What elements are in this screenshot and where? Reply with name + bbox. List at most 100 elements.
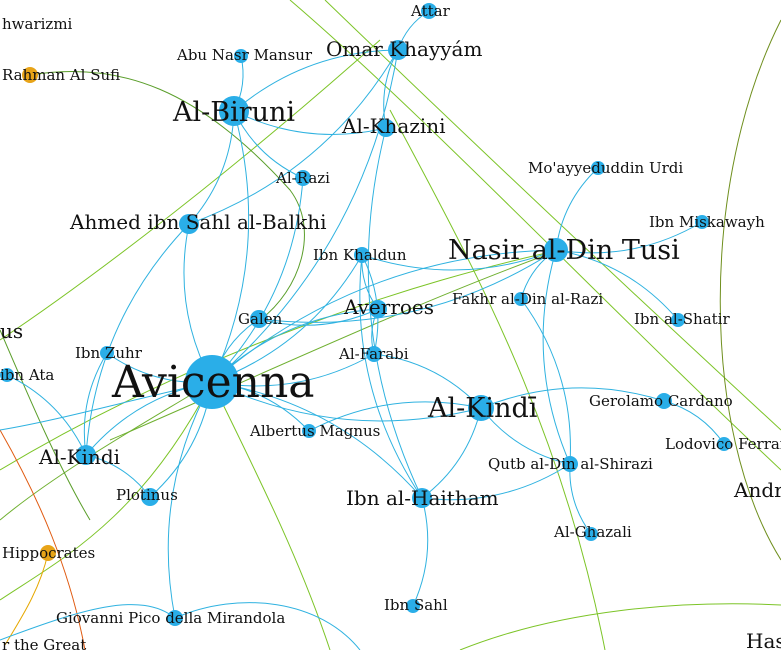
node-sufi[interactable] <box>22 67 38 83</box>
label-razi[interactable]: Al-Razi <box>275 169 330 187</box>
label-tusi[interactable]: Nasir al-Din Tusi <box>448 235 680 266</box>
label-has[interactable]: Has <box>746 629 781 650</box>
edge-avicenna-biruni <box>211 110 250 383</box>
label-ferrari[interactable]: Lodovico Ferrari <box>665 435 781 453</box>
label-kindi[interactable]: Al-Kindi <box>38 445 120 469</box>
edge-kindi-zuhr <box>83 352 108 456</box>
label-khwarizmi[interactable]: hwarizmi <box>2 15 73 33</box>
label-shirazi[interactable]: Qutb al-Din al-Shirazi <box>488 455 653 473</box>
node-ferrari[interactable] <box>717 437 731 451</box>
node-haitham[interactable] <box>412 488 432 508</box>
label-urdi[interactable]: Mo'ayyeduddin Urdi <box>528 159 683 177</box>
label-pico[interactable]: Giovanni Pico della Mirandola <box>56 609 285 627</box>
node-urdi[interactable] <box>591 161 605 175</box>
edge-orange-left <box>0 429 86 650</box>
node-balkhi[interactable] <box>179 214 199 234</box>
node-kindi[interactable] <box>76 445 96 465</box>
label-kindi2[interactable]: Al-Kindī <box>427 393 538 424</box>
label-us[interactable]: us <box>0 319 23 343</box>
edge-kindi2-albertus <box>308 401 482 432</box>
label-attar[interactable]: Attar <box>410 2 451 20</box>
edge-green-long-9 <box>0 381 213 601</box>
node-albertus[interactable] <box>302 424 316 438</box>
edge-tusi-miskawayh <box>555 221 703 254</box>
label-averroes[interactable]: Averroes <box>343 295 434 319</box>
edge-darkgreen-left <box>0 329 91 521</box>
edge-green-long-6 <box>0 381 213 521</box>
label-shatir[interactable]: Ibn al-Shatir <box>634 310 730 328</box>
label-albertus[interactable]: Albertus Magnus <box>249 422 380 440</box>
label-balkhi[interactable]: Ahmed ibn Sahl al-Balkhi <box>69 210 326 234</box>
edge-galen-averroes <box>258 308 379 326</box>
edge-haitham-ibnsahl <box>412 497 429 607</box>
edge-green-long-8 <box>211 381 331 650</box>
label-sufi[interactable]: Rahman Al Sufi <box>2 66 120 84</box>
node-khayyam[interactable] <box>388 40 408 60</box>
node-plotinus[interactable] <box>141 488 159 506</box>
edge-green-long-3 <box>389 109 606 650</box>
label-zuhr[interactable]: Ibn Zuhr <box>75 344 143 362</box>
edge-avicenna-tusi <box>211 249 557 383</box>
node-shirazi[interactable] <box>562 456 578 472</box>
node-shatir[interactable] <box>671 313 685 327</box>
edge-haitham-khaldun <box>359 254 423 499</box>
label-hippocrates[interactable]: Hippocrates <box>2 544 95 562</box>
node-abunasr[interactable] <box>234 49 248 63</box>
edge-biruni-khayyam <box>233 49 399 112</box>
label-khaldun[interactable]: Ibn Khaldun <box>313 246 407 264</box>
edge-avicenna-pico <box>167 381 213 619</box>
edge-haitham-shirazi <box>421 463 571 501</box>
label-ibnata[interactable]: ibn Ata <box>0 366 54 384</box>
node-ibnsahl[interactable] <box>406 599 420 613</box>
node-miskawayh[interactable] <box>695 215 709 229</box>
edge-tusi-shirazi <box>542 249 571 465</box>
label-avicenna[interactable]: Avicenna <box>111 357 315 408</box>
label-haitham[interactable]: Ibn al-Haitham <box>346 486 499 510</box>
node-pico[interactable] <box>167 610 183 626</box>
label-great[interactable]: r the Great <box>2 636 86 650</box>
node-attar[interactable] <box>421 3 437 19</box>
node-khaldun[interactable] <box>354 247 370 263</box>
edge-kindi2-cardano <box>480 387 665 409</box>
node-tusi[interactable] <box>544 238 568 262</box>
node-cardano[interactable] <box>656 393 672 409</box>
graph-nodes <box>0 3 731 626</box>
edge-kindi2-farabi <box>373 353 482 409</box>
node-avicenna[interactable] <box>185 355 239 409</box>
label-fakhr[interactable]: Fakhr al-Din al-Razi <box>452 290 603 308</box>
node-hippocrates[interactable] <box>40 545 56 561</box>
node-kindi2[interactable] <box>468 395 494 421</box>
label-abunasr[interactable]: Abu Nasr Mansur <box>176 46 313 64</box>
edge-green-long-5 <box>109 249 561 441</box>
label-cardano[interactable]: Gerolamo Cardano <box>589 392 733 410</box>
label-khayyam[interactable]: Omar Khayyám <box>326 37 482 61</box>
label-miskawayh[interactable]: Ibn Miskawayh <box>649 213 765 231</box>
node-galen[interactable] <box>250 310 268 328</box>
label-ibnsahl[interactable]: Ibn Sahl <box>384 596 448 614</box>
label-plotinus[interactable]: Plotinus <box>116 486 178 504</box>
node-fakhr[interactable] <box>514 292 528 306</box>
label-khazini[interactable]: Al-Khazini <box>341 114 446 138</box>
edge-green-arc-bottom <box>459 603 781 650</box>
node-razi[interactable] <box>295 170 311 186</box>
node-khazini[interactable] <box>377 119 395 137</box>
edge-avicenna-kindi2 <box>211 381 482 422</box>
node-ghazali[interactable] <box>584 527 598 541</box>
label-galen[interactable]: Galen <box>238 310 283 328</box>
label-farabi[interactable]: Al-Farabi <box>338 345 409 363</box>
edge-khayyam-balkhi <box>188 49 399 225</box>
node-ibnata[interactable] <box>0 368 14 382</box>
label-ghazali[interactable]: Al-Ghazali <box>553 523 632 541</box>
node-biruni[interactable] <box>219 96 249 126</box>
node-zuhr[interactable] <box>100 346 114 360</box>
label-biruni[interactable]: Al-Biruni <box>172 97 295 128</box>
node-averroes[interactable] <box>369 300 387 318</box>
edge-avicenna-haitham <box>211 381 423 499</box>
edge-green-sufi <box>29 70 305 321</box>
label-andre[interactable]: Andre <box>733 478 781 502</box>
node-farabi[interactable] <box>366 346 382 362</box>
edge-biruni-khazini <box>233 110 387 135</box>
